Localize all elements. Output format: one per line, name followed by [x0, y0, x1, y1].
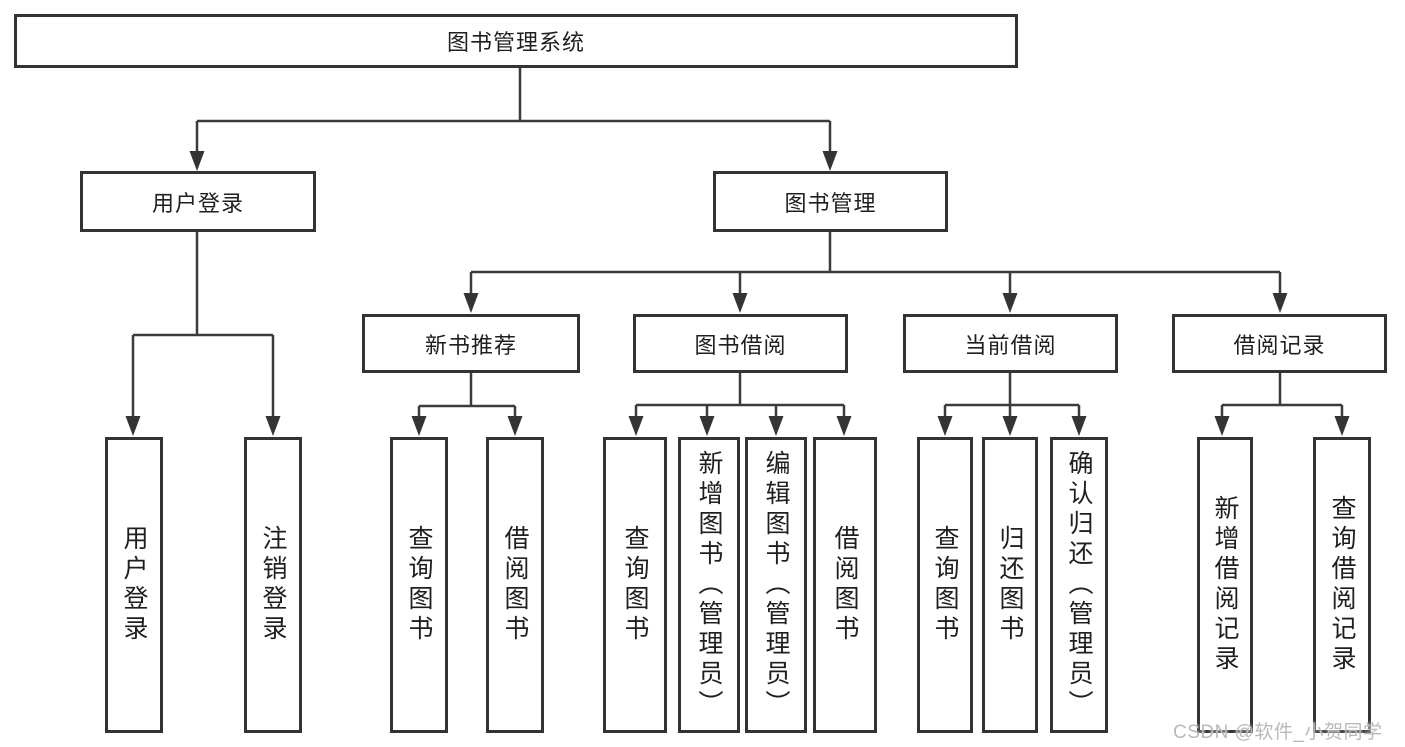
node-label: 图书管理系统: [446, 30, 585, 55]
node-label: 查询图书: [405, 525, 433, 645]
node-borrowing-records: 借阅记录: [1172, 314, 1387, 373]
arrow-down-icon: [411, 416, 427, 436]
arrow-down-icon: [1334, 416, 1350, 436]
leaf-return-books: 归还图书: [982, 437, 1038, 733]
leaf-query-books-borrowing: 查询图书: [603, 437, 667, 733]
connector-root: [189, 68, 838, 171]
node-label: 注销登录: [259, 525, 287, 645]
node-new-book-recommend: 新书推荐: [362, 314, 580, 373]
node-label: 图书借阅: [694, 332, 787, 358]
node-book-borrowing: 图书借阅: [633, 314, 848, 373]
node-label: 图书管理: [784, 190, 877, 216]
node-label: 用户登录: [120, 525, 148, 645]
connector-book-management: [463, 232, 1288, 313]
node-label: 新增借阅记录: [1211, 495, 1239, 675]
node-label: 新增图书（管理员）: [695, 450, 723, 720]
arrow-down-icon: [1002, 416, 1018, 436]
arrow-down-icon: [1214, 416, 1230, 436]
connector-book-borrowing: [628, 373, 852, 436]
node-label: 编辑图书（管理员）: [762, 450, 790, 720]
connector-borrowing-records: [1214, 373, 1350, 436]
leaf-add-borrow-record: 新增借阅记录: [1197, 437, 1253, 733]
connector-new-book-recommend: [411, 373, 523, 436]
arrow-down-icon: [836, 416, 852, 436]
leaf-borrow-books-borrowing: 借阅图书: [813, 437, 877, 733]
node-current-borrowing: 当前借阅: [903, 314, 1118, 373]
arrow-down-icon: [699, 416, 715, 436]
node-label: 查询借阅记录: [1328, 495, 1356, 675]
arrow-down-icon: [628, 416, 644, 436]
node-user-login: 用户登录: [80, 171, 316, 232]
node-label: 用户登录: [151, 190, 244, 216]
csdn-watermark: CSDN @软件_小贺同学: [1173, 722, 1383, 743]
arrow-down-icon: [189, 151, 205, 171]
leaf-add-book-admin: 新增图书（管理员）: [678, 437, 740, 733]
arrow-down-icon: [125, 416, 141, 436]
node-label: 借阅图书: [501, 525, 529, 645]
arrow-down-icon: [1272, 293, 1288, 313]
arrow-down-icon: [732, 293, 748, 313]
arrow-down-icon: [507, 416, 523, 436]
arrow-down-icon: [1071, 416, 1087, 436]
leaf-query-books-current: 查询图书: [917, 437, 973, 733]
arrow-down-icon: [463, 293, 479, 313]
arrow-down-icon: [1002, 293, 1018, 313]
leaf-user-login: 用户登录: [105, 437, 163, 733]
leaf-query-borrow-record: 查询借阅记录: [1313, 437, 1371, 733]
node-label: 归还图书: [996, 525, 1024, 645]
arrow-down-icon: [768, 416, 784, 436]
connector-current-borrowing: [937, 373, 1087, 436]
arrow-down-icon: [822, 151, 838, 171]
arrow-down-icon: [265, 416, 281, 436]
leaf-borrow-books-recommend: 借阅图书: [486, 437, 544, 733]
leaf-logout: 注销登录: [244, 437, 302, 733]
leaf-query-books-recommend: 查询图书: [390, 437, 448, 733]
node-label: 确认归还（管理员）: [1065, 450, 1093, 720]
node-label: 当前借阅: [964, 332, 1057, 358]
node-book-management: 图书管理: [713, 171, 948, 232]
connector-user-login: [125, 232, 281, 436]
node-label: 查询图书: [621, 525, 649, 645]
arrow-down-icon: [937, 416, 953, 436]
node-label: 新书推荐: [424, 332, 517, 358]
node-library-system: 图书管理系统: [14, 14, 1018, 68]
node-label: 借阅记录: [1233, 332, 1326, 358]
leaf-edit-book-admin: 编辑图书（管理员）: [745, 437, 807, 733]
node-label: 查询图书: [931, 525, 959, 645]
node-label: 借阅图书: [831, 525, 859, 645]
leaf-confirm-return-admin: 确认归还（管理员）: [1050, 437, 1108, 733]
